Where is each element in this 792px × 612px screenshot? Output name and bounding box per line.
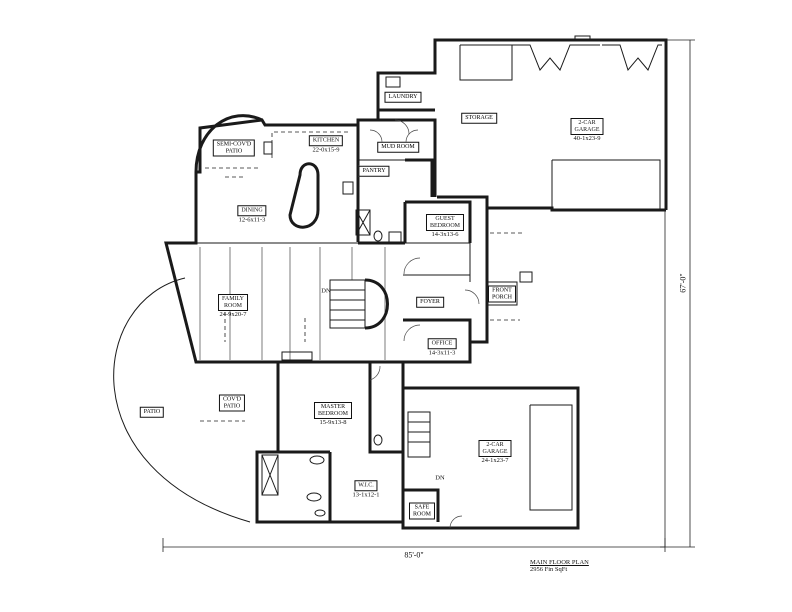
laundry-name: LAUNDRY	[388, 93, 418, 100]
family-room-size: 24-9x20-7	[219, 311, 247, 318]
wic-name: W.I.C.	[354, 480, 378, 491]
pantry-label: PANTRY	[358, 165, 390, 177]
garage-door-marks	[512, 35, 662, 72]
kitchen-island	[288, 162, 320, 229]
title-sqft: 2956 Fin SqFt	[530, 566, 568, 573]
title-plan-name: MAIN FLOOR PLAN	[530, 559, 589, 566]
garage-bottom-name: 2-CAR GARAGE	[478, 440, 512, 457]
laundry-label: LAUNDRY	[384, 91, 422, 103]
stair-dn-top: DN	[321, 287, 331, 295]
kitchen-name: KITCHEN	[308, 135, 344, 146]
guest-bedroom-name: GUEST BEDROOM	[425, 214, 465, 231]
wic-label: W.I.C. 13-1x12-1	[352, 480, 380, 498]
garage-top-label: 2-CAR GARAGE 40-1x23-9	[570, 118, 604, 142]
kitchen-label: KITCHEN 22-0x15-9	[308, 135, 344, 153]
main-stair	[329, 278, 389, 330]
garage-top-size: 40-1x23-9	[573, 135, 601, 142]
master-bedroom-size: 15-9x13-8	[319, 419, 347, 426]
storage-name: STORAGE	[465, 114, 493, 121]
dining-label: DINING 12-6x11-3	[237, 205, 267, 223]
door-swings	[369, 119, 480, 529]
foyer-label: FOYER	[416, 296, 444, 308]
master-bedroom-name: MASTER BEDROOM	[313, 402, 353, 419]
office-name: OFFICE	[427, 338, 457, 349]
garage-stair	[407, 411, 431, 458]
garage-bottom-label: 2-CAR GARAGE 24-1x23-7	[478, 440, 512, 464]
family-room-label: FAMILY ROOM 24-9x20-7	[218, 294, 248, 318]
safe-room-label: SAFE ROOM	[408, 502, 436, 520]
dimension-lines	[162, 39, 695, 552]
guest-bedroom-label: GUEST BEDROOM 14-3x13-6	[425, 214, 465, 238]
family-room-name: FAMILY ROOM	[218, 294, 248, 311]
front-porch-name: FRONT PORCH	[491, 287, 513, 301]
covd-patio-label: COV'D PATIO	[218, 394, 246, 412]
semi-covd-patio-label: SEMI-COV'D PATIO	[212, 139, 256, 157]
fixtures	[261, 76, 533, 517]
foyer-name: FOYER	[420, 298, 440, 305]
wic-size: 13-1x12-1	[352, 490, 380, 498]
kitchen-size: 22-0x15-9	[312, 145, 340, 153]
width-dimension: 85'-0"	[404, 550, 424, 560]
family-room-beams	[199, 247, 386, 360]
dining-size: 12-6x11-3	[238, 215, 266, 223]
mud-room-label: MUD ROOM	[377, 141, 419, 153]
pantry-name: PANTRY	[362, 167, 386, 174]
safe-room-name: SAFE ROOM	[412, 504, 432, 518]
office-label: OFFICE 14-3x11-3	[427, 338, 457, 356]
patio-name: PATIO	[143, 408, 161, 415]
guest-bedroom-size: 14-3x13-6	[431, 231, 459, 238]
semi-covd-patio-name: SEMI-COV'D PATIO	[216, 141, 252, 155]
patio-arc	[113, 277, 251, 523]
front-porch-label: FRONT PORCH	[487, 285, 517, 303]
patio-label: PATIO	[139, 406, 165, 418]
garage-bottom-size: 24-1x23-7	[481, 457, 509, 464]
mud-room-name: MUD ROOM	[381, 143, 415, 150]
exterior-walls	[164, 38, 668, 530]
covd-patio-name: COV'D PATIO	[222, 396, 242, 410]
garage-top-name: 2-CAR GARAGE	[570, 118, 604, 135]
depth-dimension: 67'-0"	[678, 273, 688, 293]
master-bedroom-label: MASTER BEDROOM 15-9x13-8	[313, 402, 353, 426]
stair-dn-bottom: DN	[435, 474, 445, 482]
dashed-indicators	[200, 176, 522, 422]
dining-name: DINING	[237, 205, 267, 216]
storage-label: STORAGE	[461, 112, 497, 124]
office-size: 14-3x11-3	[428, 348, 456, 356]
title-block: MAIN FLOOR PLAN 2956 Fin SqFt	[530, 559, 589, 573]
